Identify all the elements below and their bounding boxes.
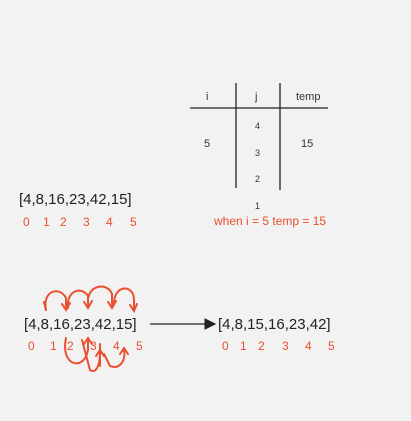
array-index: 5 xyxy=(328,339,335,353)
array-index: 2 xyxy=(67,339,74,353)
table-header-i: i xyxy=(206,91,209,103)
array-index: 4 xyxy=(305,339,312,353)
array-index: 2 xyxy=(258,339,265,353)
table-header-j: j xyxy=(255,91,258,103)
iteration-note: when i = 5 temp = 15 xyxy=(214,214,327,228)
shift-arrows-bottom xyxy=(64,336,129,372)
table-value-j: 2 xyxy=(255,174,261,184)
array-index: 0 xyxy=(23,215,30,229)
array-index: 4 xyxy=(113,339,120,353)
array-index: 3 xyxy=(282,339,289,353)
table-value-i: 5 xyxy=(204,138,211,150)
top-array: [4,8,16,23,42,15] xyxy=(19,191,132,208)
before-array: [4,8,16,23,42,15] xyxy=(24,316,137,333)
table-value-j: 3 xyxy=(255,148,261,158)
array-index: 1 xyxy=(50,339,57,353)
array-index: 5 xyxy=(136,339,143,353)
array-index: 1 xyxy=(240,339,247,353)
array-index: 0 xyxy=(28,339,35,353)
table-header-temp: temp xyxy=(296,91,321,103)
array-index: 5 xyxy=(130,215,137,229)
table-value-j: 1 xyxy=(255,201,261,211)
array-index: 1 xyxy=(43,215,50,229)
array-index: 0 xyxy=(222,339,229,353)
table-value-j: 4 xyxy=(255,121,261,131)
array-index: 3 xyxy=(90,339,97,353)
array-index: 2 xyxy=(60,215,67,229)
shift-arrows-top xyxy=(43,285,138,314)
after-array: [4,8,15,16,23,42] xyxy=(218,316,331,333)
table-value-temp: 15 xyxy=(301,138,314,150)
array-index: 4 xyxy=(106,215,113,229)
array-index: 3 xyxy=(83,215,90,229)
